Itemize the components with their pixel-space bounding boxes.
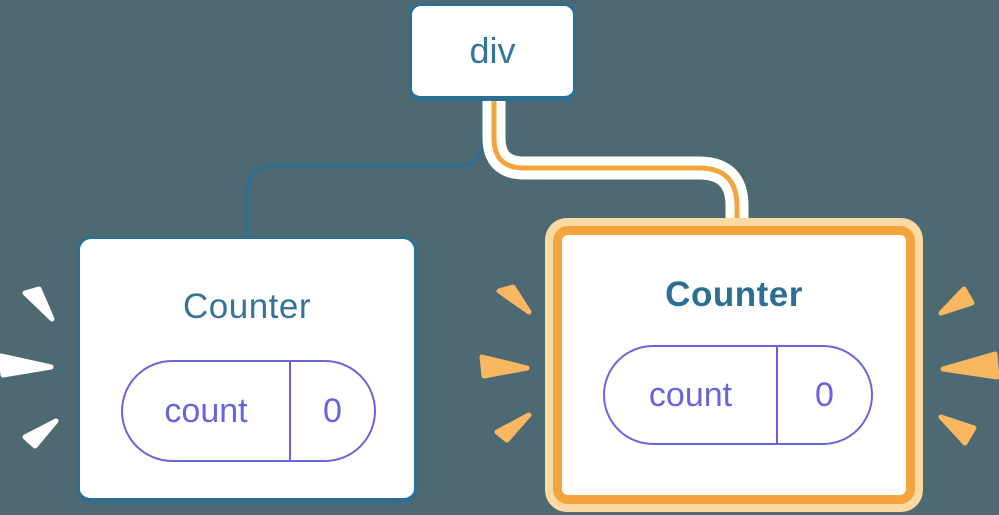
connector-left-blue [245,95,485,238]
counter-node-left: Counter count 0 [77,236,417,503]
sparkle-white-bottom [22,418,59,449]
sparkle-orange-right-middle [940,351,999,380]
sparkle-burst-orange-left [479,284,532,443]
counter-left-state-pill: count 0 [121,360,376,462]
connector-right-orange [491,95,740,232]
sparkle-burst-orange-right [938,286,999,446]
sparkle-orange-right-bottom [938,414,977,446]
counter-node-right-halo: Counter count 0 [545,218,923,512]
sparkle-burst-white [0,286,59,449]
counter-right-state-pill: count 0 [603,345,873,445]
root-node-div: div [409,3,576,101]
counter-right-title: Counter [665,275,803,314]
root-node-label: div [469,30,516,71]
counter-right-state-value: 0 [815,375,834,414]
counter-node-right: Counter count 0 [553,226,915,504]
sparkle-orange-left-top [496,284,532,315]
sparkle-orange-left-middle [479,354,530,379]
counter-left-state-value: 0 [323,391,342,430]
sparkle-white-top [22,286,55,322]
sparkle-white-middle [0,353,54,378]
connector-right-casing [482,95,749,220]
counter-left-title: Counter [182,287,312,326]
counter-right-state-key: count [605,347,778,443]
counter-left-state-key: count [123,362,291,460]
sparkle-orange-right-top [938,286,975,316]
sparkle-orange-left-bottom [494,412,532,443]
